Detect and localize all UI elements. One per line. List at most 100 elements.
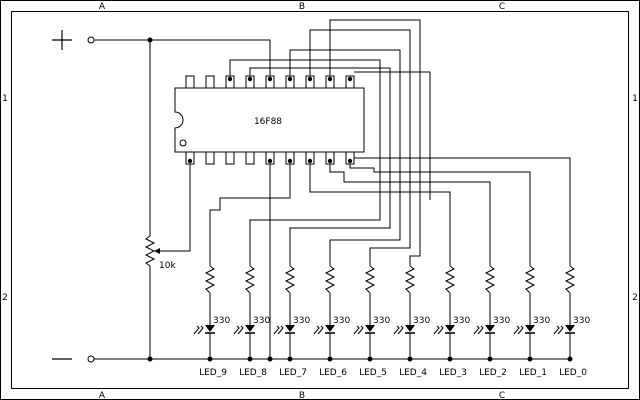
- led-light2-led-6: [317, 325, 324, 335]
- ic-pin-bottom-1: [185, 151, 195, 165]
- wire-led9: [209, 164, 291, 266]
- resistor-led-4: [404, 265, 416, 294]
- led-light-led-6: [313, 325, 320, 335]
- led-label-led-3: LED_3: [439, 368, 467, 378]
- led-light-led-9: [193, 325, 200, 335]
- junction-gnd-pin: [267, 356, 273, 362]
- ic-part-label: 16F88: [254, 117, 282, 127]
- wire-led4: [329, 19, 421, 266]
- pin-dots: [187, 76, 353, 164]
- resistor-value-led-0: 330: [573, 316, 590, 326]
- led-light2-led-1: [517, 325, 524, 335]
- led-symbol-led-6: [325, 325, 335, 332]
- ic-pin-bottom-4: [245, 151, 255, 165]
- grid-col-a-bottom: A: [99, 391, 106, 400]
- resistor-led-5: [364, 265, 376, 294]
- grid-col-b-top: B: [299, 2, 305, 12]
- junction-led-9: [207, 356, 213, 362]
- resistor-led-7: [284, 265, 296, 294]
- junction-led-5: [367, 356, 373, 362]
- ic-pin-bottom-2: [205, 151, 215, 165]
- grid-col-c-bottom: C: [499, 391, 505, 400]
- led-label-led-9: LED_9: [199, 368, 227, 378]
- junction-led-7: [287, 356, 293, 362]
- led-light2-led-4: [397, 325, 404, 335]
- junction-led-4: [407, 356, 413, 362]
- resistor-led-9: [204, 265, 216, 294]
- potentiometer-wiper-arrow: [154, 248, 160, 254]
- resistor-led-0: [564, 265, 576, 294]
- wire-led2: [329, 164, 491, 266]
- led-light2-led-9: [197, 325, 204, 335]
- resistor-value-led-7: 330: [293, 316, 310, 326]
- resistor-value-led-2: 330: [493, 316, 510, 326]
- pot-value: 10k: [159, 261, 176, 271]
- junction-led-8: [247, 356, 253, 362]
- grid-col-a-top: A: [99, 2, 106, 12]
- ic-top-pins: [185, 75, 355, 89]
- ic-pin1-dot: [179, 139, 187, 147]
- led-channels: 330LED_9330LED_8330LED_7330LED_6330LED_5…: [193, 265, 590, 378]
- led-light2-led-0: [557, 325, 564, 335]
- led-symbol-led-9: [205, 325, 215, 332]
- ic-pin-top-9: [345, 75, 355, 89]
- ic-pin-top-2: [205, 75, 215, 89]
- ic-pin-top-1: [185, 75, 195, 89]
- led-symbol-led-2: [485, 325, 495, 332]
- led-label-led-8: LED_8: [239, 368, 267, 378]
- led-label-led-2: LED_2: [479, 368, 507, 378]
- grid-row-1-right: 1: [632, 94, 638, 104]
- resistor-value-led-9: 330: [213, 316, 230, 326]
- led-light2-led-5: [357, 325, 364, 335]
- wire-led5: [309, 29, 411, 266]
- wire-led8: [229, 59, 381, 266]
- led-label-led-0: LED_0: [559, 368, 587, 378]
- plus-terminal-symbol: [52, 30, 72, 50]
- grid-col-b-bottom: B: [299, 391, 305, 400]
- resistor-value-led-5: 330: [373, 316, 390, 326]
- junction-led-1: [527, 356, 533, 362]
- led-light-led-5: [353, 325, 360, 335]
- led-light-led-8: [233, 325, 240, 335]
- led-light-led-7: [273, 325, 280, 335]
- led-symbol-led-8: [245, 325, 255, 332]
- ic-pin-top-5: [265, 75, 275, 89]
- vdd-rail: [94, 39, 271, 78]
- junction-led-0: [567, 356, 573, 362]
- led-symbol-led-1: [525, 325, 535, 332]
- wire-led7: [249, 67, 391, 266]
- junction-led-2: [487, 356, 493, 362]
- junction-vdd: [147, 37, 153, 43]
- led-label-led-4: LED_4: [399, 368, 427, 378]
- led-label-led-6: LED_6: [319, 368, 347, 378]
- grid-row-1-left: 1: [2, 94, 8, 104]
- led-symbol-led-4: [405, 325, 415, 332]
- led-symbol-led-0: [565, 325, 575, 332]
- ic-pin-bottom-3: [225, 151, 235, 165]
- led-symbol-led-3: [445, 325, 455, 332]
- minus-terminal: [87, 355, 95, 363]
- inner-frame: [11, 11, 629, 389]
- led-light2-led-3: [437, 325, 444, 335]
- junction-gnd-pot: [147, 356, 153, 362]
- led-light2-led-2: [477, 325, 484, 335]
- resistor-led-8: [244, 265, 256, 294]
- led-light-led-2: [473, 325, 480, 335]
- grid-col-c-top: C: [499, 2, 505, 12]
- led-light-led-3: [433, 325, 440, 335]
- potentiometer-zigzag: [144, 235, 156, 267]
- resistor-led-3: [444, 265, 456, 294]
- ic-16f88: [174, 87, 365, 153]
- led-light2-led-8: [237, 325, 244, 335]
- grid-row-2-right: 2: [632, 293, 638, 303]
- resistor-value-led-4: 330: [413, 316, 430, 326]
- led-light-led-1: [513, 325, 520, 335]
- resistor-led-6: [324, 265, 336, 294]
- junction-led-3: [447, 356, 453, 362]
- resistor-value-led-1: 330: [533, 316, 550, 326]
- resistor-value-led-3: 330: [453, 316, 470, 326]
- led-symbol-led-5: [365, 325, 375, 332]
- grid-row-2-left: 2: [2, 293, 8, 303]
- wire-led6: [289, 49, 401, 266]
